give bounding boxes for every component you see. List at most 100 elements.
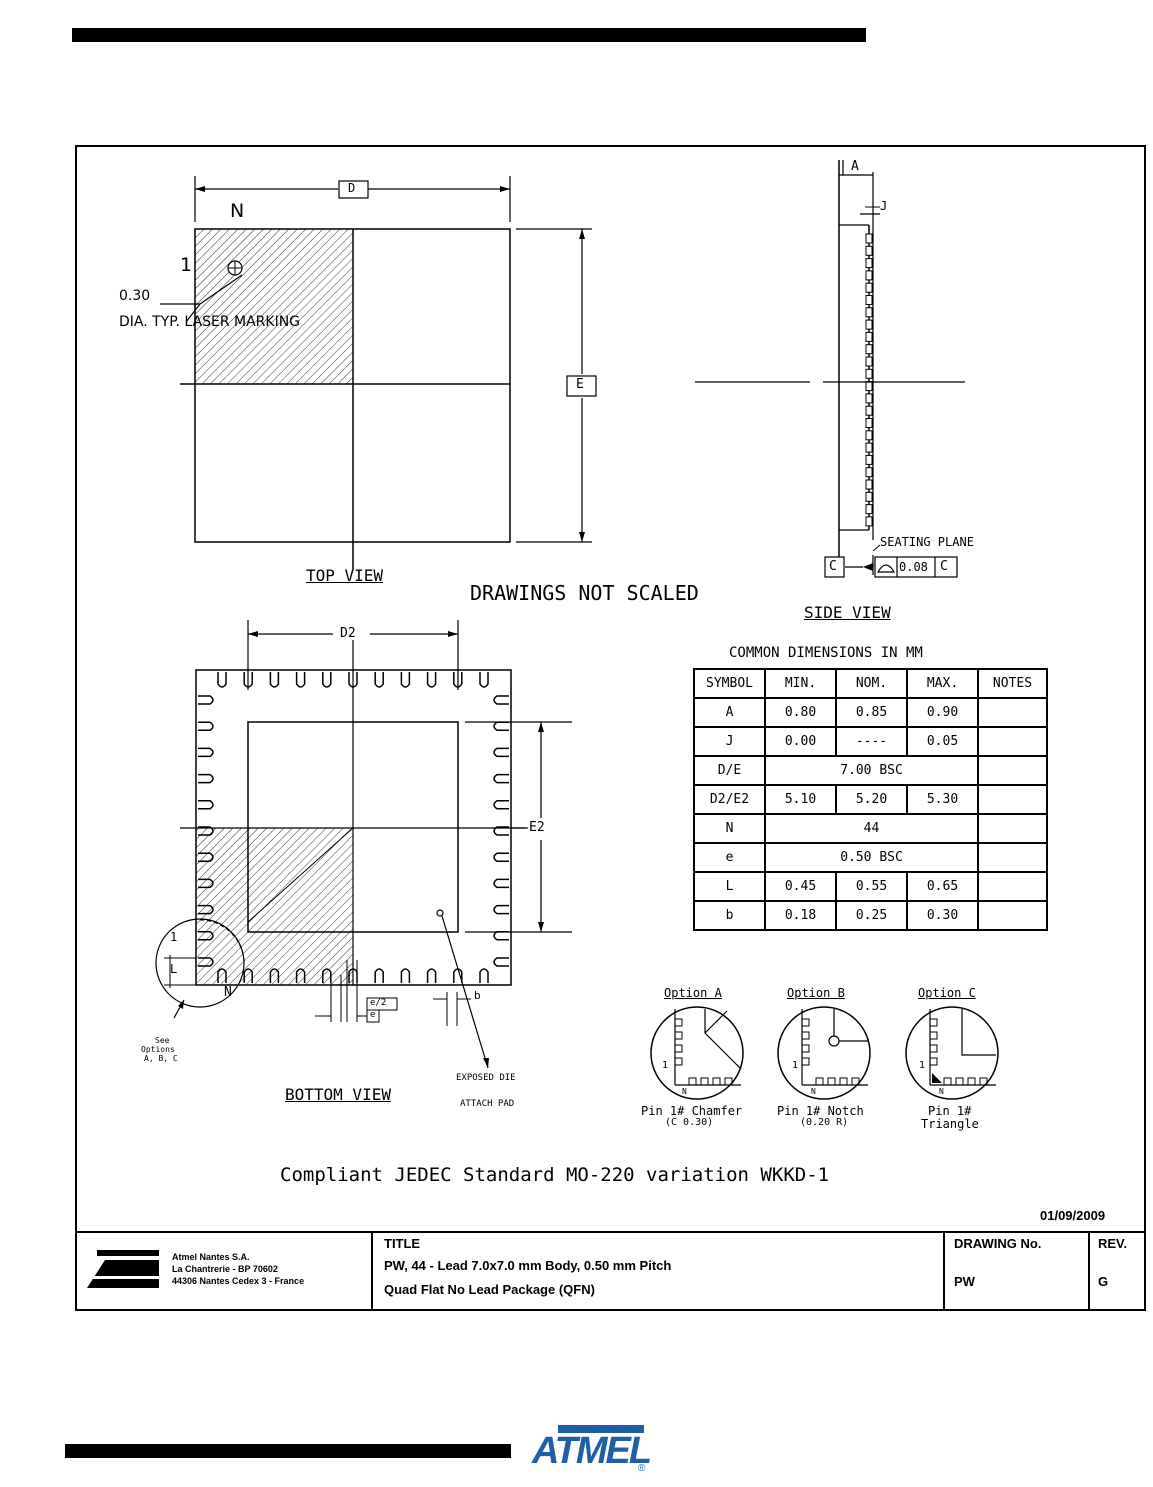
table-row: b 0.18 0.25 0.30 xyxy=(693,900,1048,931)
bottom-lead-left xyxy=(198,852,214,862)
side-lead xyxy=(865,307,873,318)
cell-nom: 5.20 xyxy=(835,784,908,815)
bottom-lead-left xyxy=(198,747,214,758)
bottom-lead-bottom xyxy=(269,968,280,983)
table-row: D2/E2 5.10 5.20 5.30 xyxy=(693,784,1048,815)
option-c-caption-1: Pin 1# xyxy=(928,1104,972,1118)
bottom-lead-right xyxy=(493,931,509,941)
option-c-title: Option C xyxy=(918,986,976,1000)
table-row: e 0.50 BSC xyxy=(693,842,1048,873)
bottom-view xyxy=(155,620,572,1069)
company-line-3: 44306 Nantes Cedex 3 - France xyxy=(172,1276,305,1286)
bottom-lead-bottom xyxy=(322,968,332,983)
dim-e-label: E xyxy=(576,377,584,392)
dim-d-label: D xyxy=(348,181,356,195)
cell-min: 0.18 xyxy=(764,900,837,931)
cell-notes xyxy=(977,697,1048,728)
bottom-lead-top xyxy=(217,672,227,688)
drawing-date: 01/09/2009 xyxy=(1040,1208,1106,1223)
drawing-frame xyxy=(75,145,1146,1311)
cell-symbol: D/E xyxy=(693,755,766,786)
cell-nom: 0.55 xyxy=(835,871,908,902)
side-lead xyxy=(865,233,873,244)
datum-c-label: C xyxy=(829,559,837,574)
side-lead xyxy=(865,454,873,465)
bottom-lead-bottom xyxy=(374,968,384,983)
option-c-caption-2: Triangle xyxy=(921,1117,979,1131)
option-c-pin1: 1 xyxy=(919,1060,926,1071)
flatness-box xyxy=(874,556,958,578)
dim-e-box xyxy=(566,375,597,397)
bottom-lead-bottom xyxy=(400,968,411,983)
side-lead xyxy=(865,491,873,502)
header-max: MAX. xyxy=(906,668,979,699)
table-row: L 0.45 0.55 0.65 xyxy=(693,871,1048,902)
bottom-pin-n: N xyxy=(224,985,232,1000)
option-b-pin1: 1 xyxy=(792,1060,799,1071)
cell-notes xyxy=(977,755,1048,786)
rev-label: REV. xyxy=(1098,1236,1128,1251)
bottom-lead-top xyxy=(322,672,332,688)
bottom-lead-left xyxy=(198,826,214,836)
title-line-2: Quad Flat No Lead Package (QFN) xyxy=(384,1282,595,1297)
cell-notes xyxy=(977,842,1048,873)
bottom-lead-top xyxy=(479,672,489,688)
pin1-detail-circle xyxy=(155,918,245,1008)
bottom-lead-left xyxy=(198,773,214,784)
side-lead xyxy=(865,405,873,416)
cell-max: 0.05 xyxy=(906,726,979,757)
option-b-pin-n: N xyxy=(811,1087,816,1096)
table-row: D/E 7.00 BSC xyxy=(693,755,1048,786)
datum-c-box xyxy=(824,556,845,578)
side-lead xyxy=(865,368,873,379)
cell-nom: ---- xyxy=(835,726,908,757)
cell-max: 0.65 xyxy=(906,871,979,902)
bottom-pin-1: 1 xyxy=(170,930,178,944)
cell-span: 0.50 BSC xyxy=(764,842,979,873)
option-b-title: Option B xyxy=(787,986,845,1000)
compliance-note: Compliant JEDEC Standard MO-220 variatio… xyxy=(280,1164,830,1186)
cell-span: 7.00 BSC xyxy=(764,755,979,786)
header-bar xyxy=(72,28,866,42)
bottom-lead-top xyxy=(295,672,306,688)
side-lead xyxy=(865,430,873,441)
side-lead xyxy=(865,504,873,515)
rev-cell: REV. G xyxy=(1088,1232,1146,1311)
bottom-lead-right xyxy=(493,721,509,731)
dim-e2-label: E2 xyxy=(529,820,545,835)
option-circle xyxy=(777,1006,871,1100)
bottom-lead-left xyxy=(198,957,214,967)
cell-symbol: J xyxy=(693,726,766,757)
cell-notes xyxy=(977,813,1048,844)
bottom-lead-right xyxy=(493,957,509,967)
header-nom: NOM. xyxy=(835,668,908,699)
option-a-title: Option A xyxy=(664,986,722,1000)
cell-min: 0.80 xyxy=(764,697,837,728)
cell-nom: 0.25 xyxy=(835,900,908,931)
side-lead xyxy=(865,245,873,256)
not-scaled-note: DRAWINGS NOT SCALED xyxy=(470,581,699,605)
seating-plane-label: SEATING PLANE xyxy=(880,535,974,549)
cell-max: 5.30 xyxy=(906,784,979,815)
bottom-lead-left xyxy=(198,931,214,941)
bottom-lead-top xyxy=(426,672,437,688)
dims-header-row: SYMBOL MIN. NOM. MAX. NOTES xyxy=(693,668,1048,699)
bottom-view-label: BOTTOM VIEW xyxy=(285,1085,391,1104)
bottom-lead-left xyxy=(198,721,214,731)
header-notes: NOTES xyxy=(977,668,1048,699)
flatness-icon xyxy=(876,564,896,573)
options-note-1: See xyxy=(155,1036,170,1045)
table-row: N 44 xyxy=(693,813,1048,844)
side-lead xyxy=(865,479,873,490)
cell-nom: 0.85 xyxy=(835,697,908,728)
header-symbol: SYMBOL xyxy=(693,668,766,699)
atmel-logo-bar xyxy=(558,1425,644,1433)
dim-d2-label: D2 xyxy=(340,626,356,641)
bottom-lead-left xyxy=(198,800,214,810)
dims-table-title: COMMON DIMENSIONS IN MM xyxy=(729,645,923,661)
dimensions-table: SYMBOL MIN. NOM. MAX. NOTES A 0.80 0.85 … xyxy=(693,668,1048,931)
bottom-lead-top xyxy=(269,672,280,688)
top-view-hatch xyxy=(195,229,353,384)
option-a-caption-2: (C 0.30) xyxy=(665,1117,714,1128)
cell-symbol: N xyxy=(693,813,766,844)
